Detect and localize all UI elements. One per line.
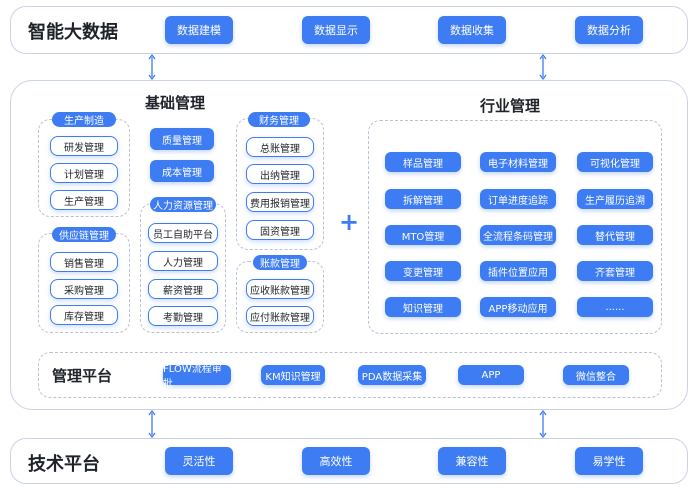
supply-label: 供应链管理	[52, 227, 116, 242]
attendance-mgmt[interactable]: 考勤管理	[148, 306, 218, 326]
account-label: 账款管理	[253, 255, 307, 270]
industry-item[interactable]: 订单进度追踪	[480, 189, 556, 209]
arrow-top-left	[148, 54, 156, 80]
industry-item[interactable]: MTO管理	[385, 225, 461, 245]
industry-item[interactable]: 可视化管理	[577, 152, 653, 172]
hr-mgmt[interactable]: 人力管理	[148, 251, 218, 271]
platform-item-app[interactable]: APP	[458, 365, 524, 385]
tech-item-learnability[interactable]: 易学性	[575, 447, 643, 475]
top-item-analysis[interactable]: 数据分析	[575, 16, 643, 44]
salary-mgmt[interactable]: 薪资管理	[148, 279, 218, 299]
tech-item-efficiency[interactable]: 高效性	[302, 447, 370, 475]
industry-item[interactable]: 插件位置应用	[480, 261, 556, 281]
quality-mgmt[interactable]: 质量管理	[150, 128, 214, 150]
production-label: 生产制造	[52, 112, 116, 127]
platform-item-flow[interactable]: FLOW流程审批	[163, 364, 231, 390]
inventory-mgmt[interactable]: 库存管理	[50, 305, 118, 325]
plus-icon: +	[339, 208, 360, 236]
industry-item[interactable]: 全流程条码管理	[480, 225, 556, 245]
industry-item[interactable]: 知识管理	[385, 297, 461, 317]
tech-title: 技术平台	[28, 454, 100, 475]
hr-label: 人力资源管理	[150, 197, 216, 212]
platform-title: 管理平台	[52, 367, 113, 385]
industry-item[interactable]: 样品管理	[385, 152, 461, 172]
payable-mgmt[interactable]: 应付账款管理	[246, 306, 314, 326]
expense-mgmt[interactable]: 费用报销管理	[246, 192, 314, 212]
top-item-display[interactable]: 数据显示	[302, 16, 370, 44]
cashier-mgmt[interactable]: 出纳管理	[246, 164, 314, 184]
employee-self-service[interactable]: 员工自助平台	[148, 223, 218, 243]
rd-mgmt[interactable]: 研发管理	[50, 136, 118, 156]
platform-group	[38, 352, 662, 398]
top-title: 智能大数据	[28, 22, 118, 43]
industry-item[interactable]: 生产履历追溯	[577, 189, 653, 209]
receivable-mgmt[interactable]: 应收账款管理	[246, 279, 314, 299]
plan-mgmt[interactable]: 计划管理	[50, 163, 118, 183]
industry-title: 行业管理	[480, 97, 541, 115]
sales-mgmt[interactable]: 销售管理	[50, 252, 118, 272]
platform-item-wechat[interactable]: 微信整合	[563, 365, 629, 385]
industry-item-more[interactable]: ......	[577, 297, 653, 317]
tech-item-compatibility[interactable]: 兼容性	[438, 447, 506, 475]
industry-item[interactable]: 变更管理	[385, 261, 461, 281]
industry-item[interactable]: 替代管理	[577, 225, 653, 245]
cost-mgmt[interactable]: 成本管理	[150, 160, 214, 182]
platform-item-km[interactable]: KM知识管理	[261, 365, 325, 385]
industry-item[interactable]: 拆解管理	[385, 189, 461, 209]
purchase-mgmt[interactable]: 采购管理	[50, 279, 118, 299]
arrow-bottom-right	[539, 410, 547, 438]
industry-item[interactable]: APP移动应用	[480, 297, 556, 317]
top-item-collect[interactable]: 数据收集	[438, 16, 506, 44]
main-panel	[10, 80, 688, 410]
fixed-asset-mgmt[interactable]: 固资管理	[246, 220, 314, 240]
ledger-mgmt[interactable]: 总账管理	[246, 137, 314, 157]
industry-item[interactable]: 齐套管理	[577, 261, 653, 281]
platform-item-pda[interactable]: PDA数据采集	[358, 365, 426, 385]
arrow-top-right	[539, 54, 547, 80]
basic-title: 基础管理	[145, 94, 206, 112]
arrow-bottom-left	[148, 410, 156, 438]
finance-label: 财务管理	[248, 112, 310, 127]
industry-group	[368, 120, 662, 334]
tech-item-flexibility[interactable]: 灵活性	[165, 447, 233, 475]
industry-item[interactable]: 电子材料管理	[480, 152, 556, 172]
top-item-modeling[interactable]: 数据建模	[165, 16, 233, 44]
production-mgmt[interactable]: 生产管理	[50, 190, 118, 210]
